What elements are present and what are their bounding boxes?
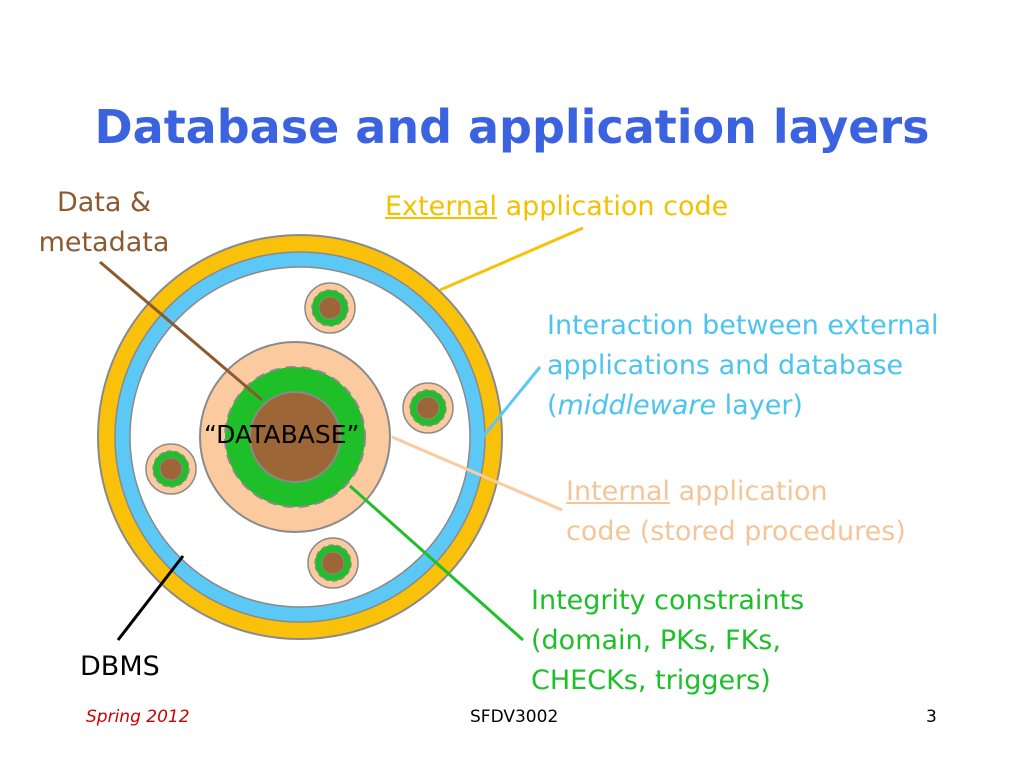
satellite-database-bottom <box>307 537 359 589</box>
leader-middleware <box>481 366 542 438</box>
internal-label: Internal application code (stored proced… <box>566 472 906 552</box>
leader-integrity <box>349 484 524 642</box>
middleware-line3: (middleware layer) <box>547 386 939 426</box>
leader-external <box>439 226 584 292</box>
data-core-disc <box>249 391 341 483</box>
slide-title: Database and application layers <box>94 100 930 154</box>
integrity-label: Integrity constraints (domain, PKs, FKs,… <box>531 581 804 701</box>
data-metadata-label: Data & metadata <box>28 183 180 263</box>
integrity-line2: (domain, PKs, FKs, <box>531 625 781 656</box>
middleware-italic: middleware <box>557 390 717 421</box>
middleware-line1: Interaction between external <box>547 310 939 341</box>
leader-data-metadata <box>99 260 263 402</box>
middleware-line3-rest: layer) <box>716 390 803 421</box>
satellite-database-top <box>304 282 356 334</box>
internal-line2: code (stored procedures) <box>566 516 906 547</box>
footer-page-number: 3 <box>926 707 937 727</box>
integrity-line3: CHECKs, triggers) <box>531 665 771 696</box>
data-metadata-line1: Data & <box>56 187 152 218</box>
integrity-line1: Integrity constraints <box>531 585 805 616</box>
footer-date: Spring 2012 <box>86 707 190 727</box>
dbms-label: DBMS <box>80 651 160 682</box>
data-metadata-line2: metadata <box>38 227 170 258</box>
leader-dbms <box>116 555 185 641</box>
external-rest: application code <box>497 191 729 222</box>
middleware-line2: applications and database <box>547 350 904 381</box>
internal-line1-rest: application <box>670 476 828 507</box>
leader-internal <box>391 435 563 512</box>
middleware-label: Interaction between external application… <box>547 306 939 426</box>
database-center-label: “DATABASE” <box>204 420 360 449</box>
external-underlined: External <box>385 191 498 222</box>
internal-line1: Internal application <box>566 472 906 512</box>
footer-course: SFDV3002 <box>470 707 559 727</box>
satellite-database-left <box>145 443 197 495</box>
internal-underlined: Internal <box>566 476 671 507</box>
satellite-database-right <box>402 382 454 434</box>
external-label: External application code <box>385 187 728 227</box>
middleware-line3-open: ( <box>547 390 558 421</box>
